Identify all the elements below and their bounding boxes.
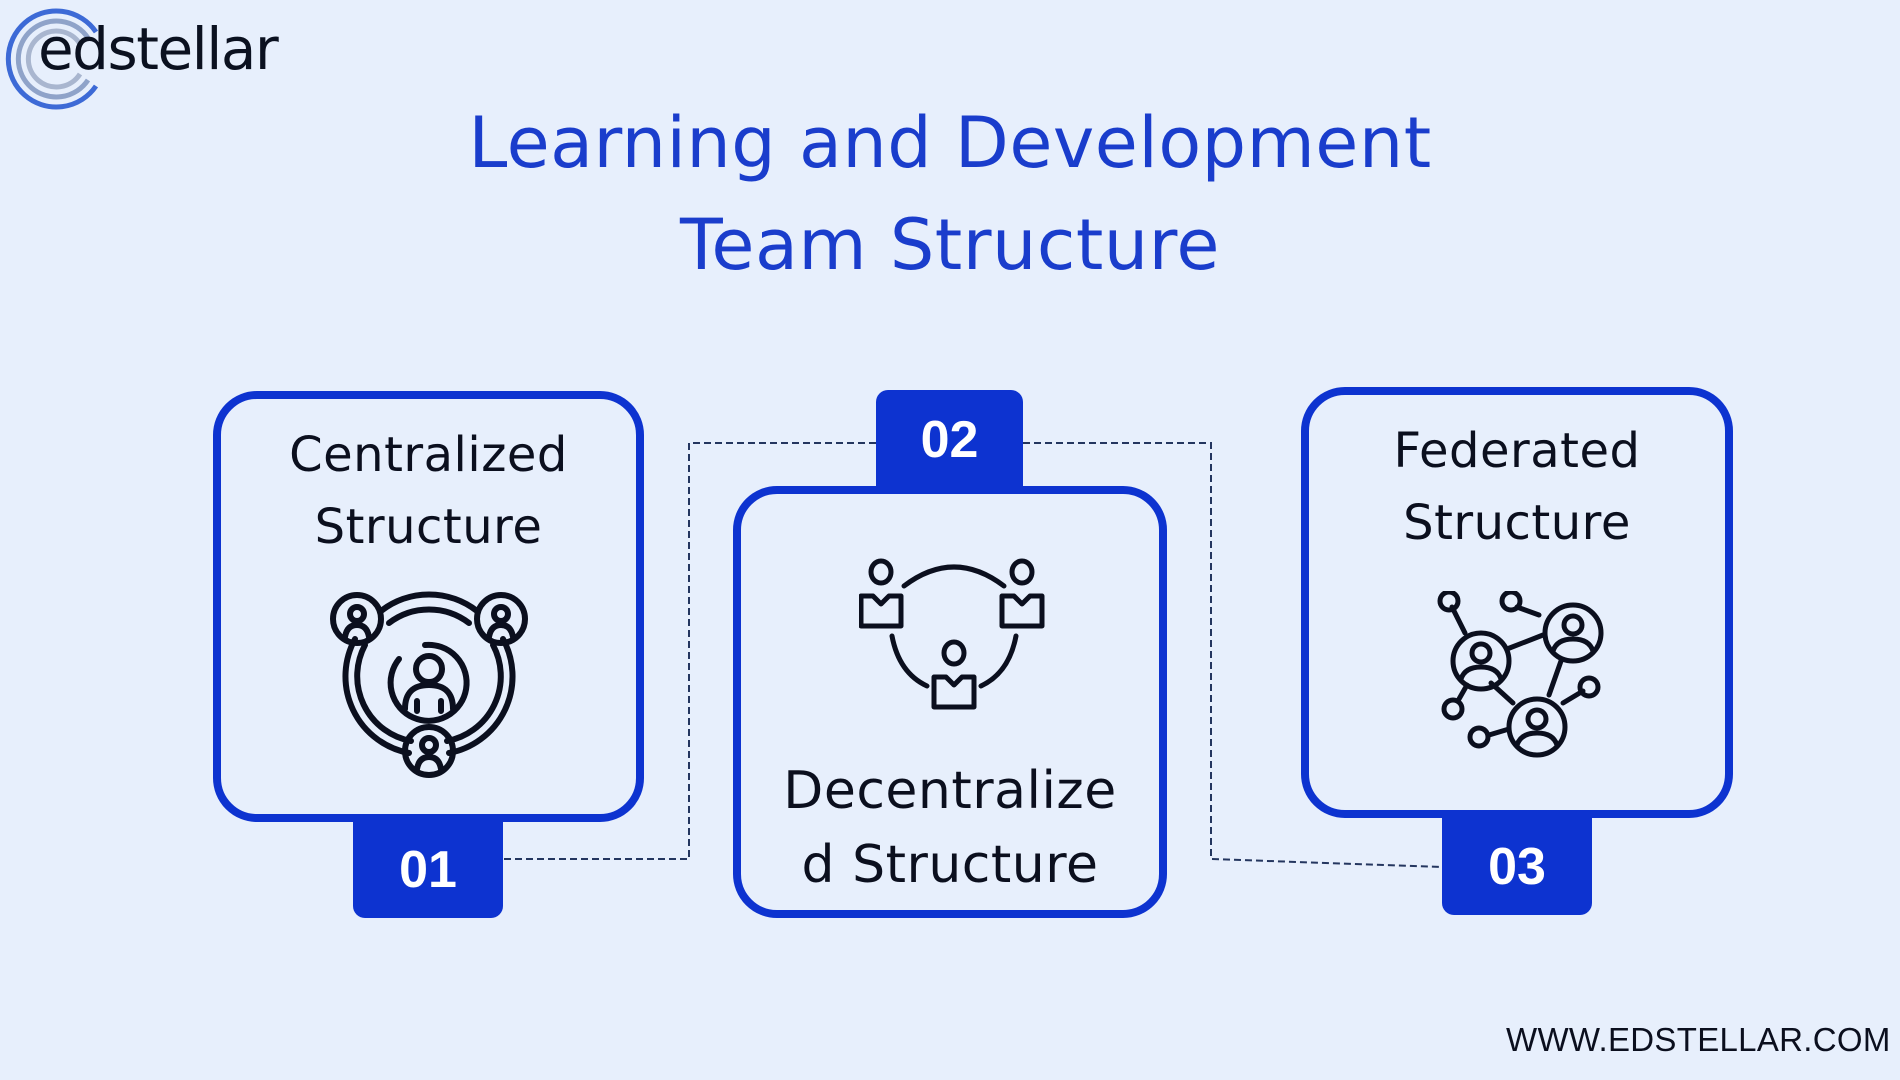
logo-text: edstellar <box>38 15 279 83</box>
card-decentralized: Decentralize d Structure <box>733 486 1167 918</box>
page-title: Learning and Development Team Structure <box>0 92 1900 296</box>
title-line-1: Learning and Development <box>468 102 1432 184</box>
card-label: Decentralize d Structure <box>783 761 1117 895</box>
badge-01: 01 <box>353 822 503 918</box>
edstellar-logo: edstellar <box>4 6 304 110</box>
footer-url[interactable]: WWW.EDSTELLAR.COM <box>1506 1021 1891 1058</box>
card-label: Centralized Structure <box>289 427 568 555</box>
title-line-2: Team Structure <box>680 204 1220 286</box>
card-label: Federated Structure <box>1393 423 1641 551</box>
badge-03: 03 <box>1442 818 1592 915</box>
decentralized-team-icon <box>859 558 1045 710</box>
logo-rings-icon <box>5 8 99 110</box>
federated-network-icon <box>1437 591 1604 758</box>
card-federated: Federated Structure <box>1301 387 1733 818</box>
badge-02: 02 <box>876 390 1023 490</box>
centralized-network-icon <box>330 591 528 778</box>
card-centralized: Centralized Structure <box>213 391 644 822</box>
